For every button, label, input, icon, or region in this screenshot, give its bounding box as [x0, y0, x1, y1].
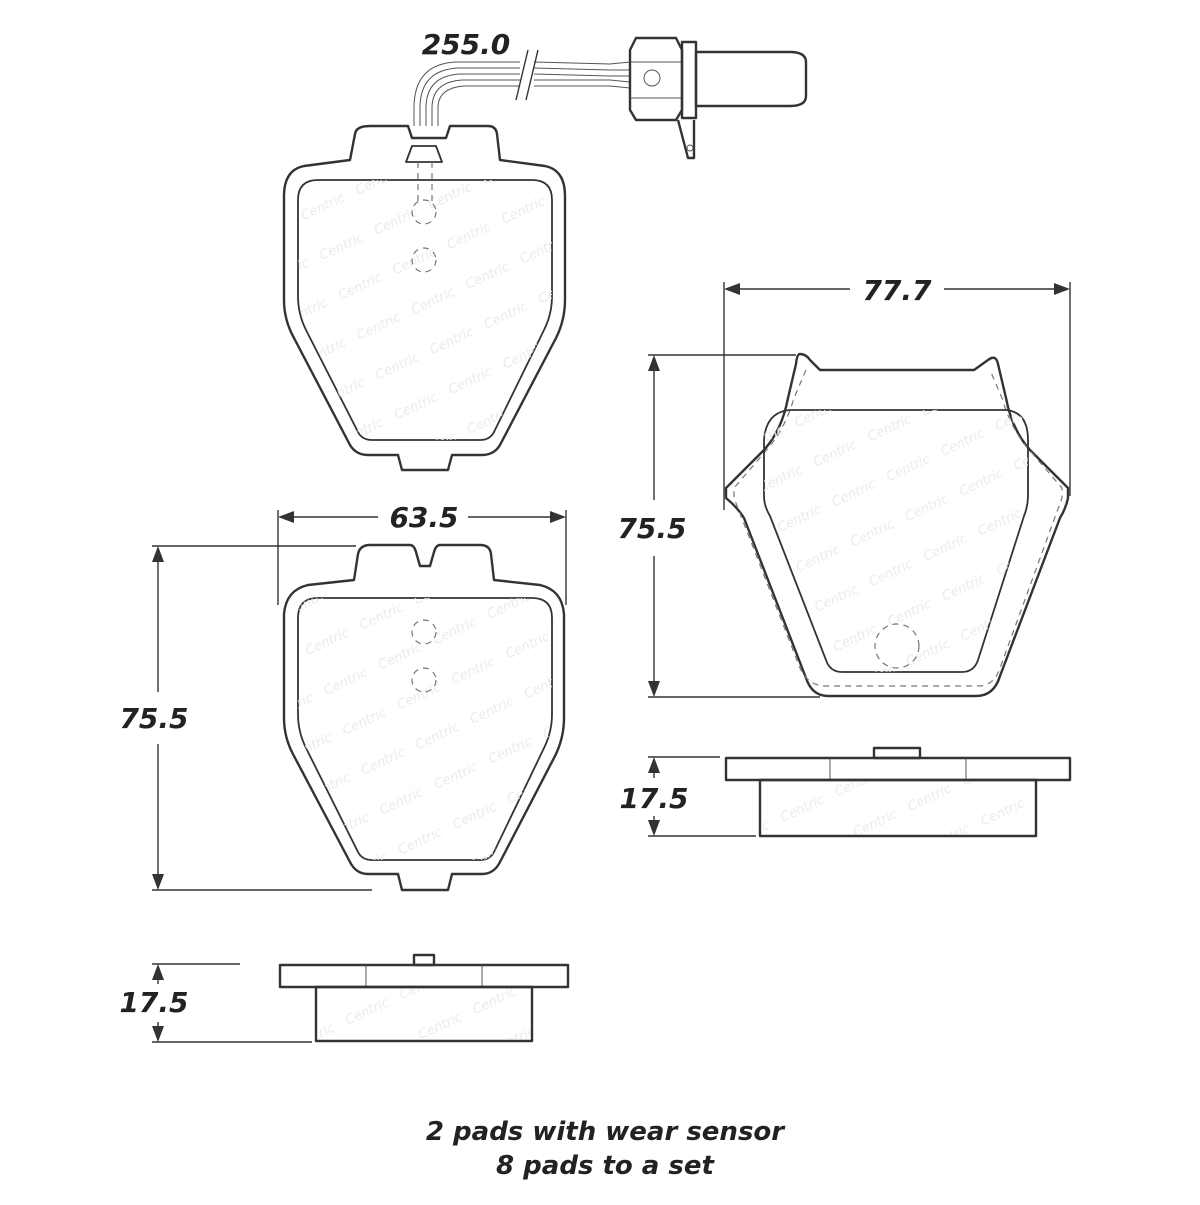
pad-b-thickness-label: 17.5 [619, 782, 688, 815]
pad-with-sensor [282, 36, 808, 472]
pad-b-height-label: 75.5 [617, 512, 686, 545]
pad-b-width-label: 77.7 [862, 274, 932, 307]
pad-b-width-dimension: 77.7 [723, 274, 1071, 510]
wire-break-mark-2 [525, 49, 539, 101]
pad-a-outline [282, 543, 566, 892]
pad-a-height-label: 75.5 [119, 702, 188, 735]
pad-b: 77.7 75.5 [617, 274, 1071, 698]
note-set-count: 8 pads to a set [496, 1151, 715, 1181]
sensor-mount [405, 145, 443, 163]
pad-a-thickness-label: 17.5 [119, 986, 188, 1019]
sensor-wire-length-label: 255.0 [422, 28, 511, 61]
pad-b-side-friction [758, 778, 1038, 838]
pad-a-side-view: 17.5 [119, 953, 570, 1043]
pad-a-height-dimension: 75.5 [119, 545, 372, 891]
pad-b-watermark [764, 410, 1028, 672]
pad-b-side-watermark [762, 782, 1034, 834]
pad-a-side-backing [278, 963, 570, 989]
pad-with-sensor-outline [282, 124, 567, 472]
pad-a-side-sensor-tab [412, 953, 436, 967]
backing-hole-upper [411, 199, 437, 225]
pad-a-side-watermark [318, 989, 530, 1039]
sensor-connector [628, 36, 808, 160]
pad-a-watermark [298, 598, 552, 860]
pad-b-side-backing [724, 756, 1072, 782]
backing-hole-lower [411, 247, 437, 273]
pad-a: 63.5 75.5 [119, 501, 567, 892]
pad-b-height-dimension: 75.5 [617, 354, 820, 698]
pad-a-side-friction [314, 985, 534, 1043]
pad-b-hole [874, 623, 920, 669]
pad-a-width-label: 63.5 [389, 501, 458, 534]
pad-with-sensor-watermark [298, 180, 552, 440]
note-sensor-pads: 2 pads with wear sensor [426, 1117, 786, 1147]
pad-a-hole-upper [411, 619, 437, 645]
pad-a-thickness-dimension: 17.5 [119, 963, 312, 1043]
wire-break-mark-1 [515, 49, 529, 101]
pad-b-side-view: 17.5 [619, 746, 1072, 838]
wear-sensor-wire [413, 49, 631, 126]
pad-b-side-tab [872, 746, 922, 760]
pad-a-width-dimension: 63.5 [277, 501, 567, 605]
pad-b-thickness-dimension: 17.5 [619, 756, 756, 837]
pad-a-hole-lower [411, 667, 437, 693]
